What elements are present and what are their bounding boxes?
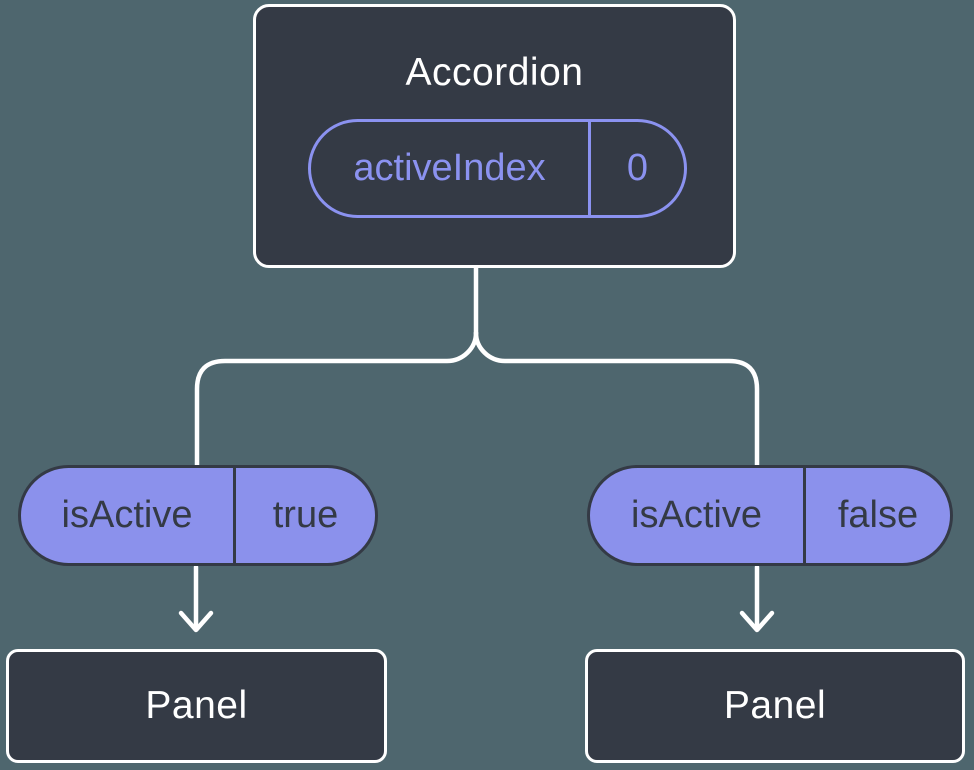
connector-branch-left — [194, 330, 479, 470]
state-pill: activeIndex 0 — [308, 119, 687, 218]
prop-pill-left-value: true — [272, 494, 339, 536]
state-pill-label: activeIndex — [353, 147, 546, 189]
panel-node-left-title: Panel — [145, 684, 248, 727]
panel-node-right: Panel — [585, 649, 965, 763]
arrow-left-head — [178, 610, 214, 633]
accordion-node-title: Accordion — [405, 51, 584, 94]
prop-pill-left-label: isActive — [61, 494, 193, 536]
state-pill-value: 0 — [626, 147, 649, 189]
prop-pill-left: isActive true — [18, 465, 378, 566]
panel-node-right-title: Panel — [723, 684, 827, 727]
panel-node-left: Panel — [6, 649, 387, 763]
connector-branch-right — [473, 330, 760, 470]
prop-pill-right: isActive false — [587, 465, 953, 566]
state-pill-divider — [588, 122, 591, 215]
accordion-node: Accordion activeIndex 0 — [253, 4, 736, 268]
arrow-right-head — [739, 610, 775, 633]
prop-pill-right-label: isActive — [631, 494, 762, 536]
prop-pill-right-divider — [803, 468, 806, 563]
prop-pill-left-divider — [233, 468, 236, 563]
prop-pill-right-value: false — [837, 494, 919, 536]
